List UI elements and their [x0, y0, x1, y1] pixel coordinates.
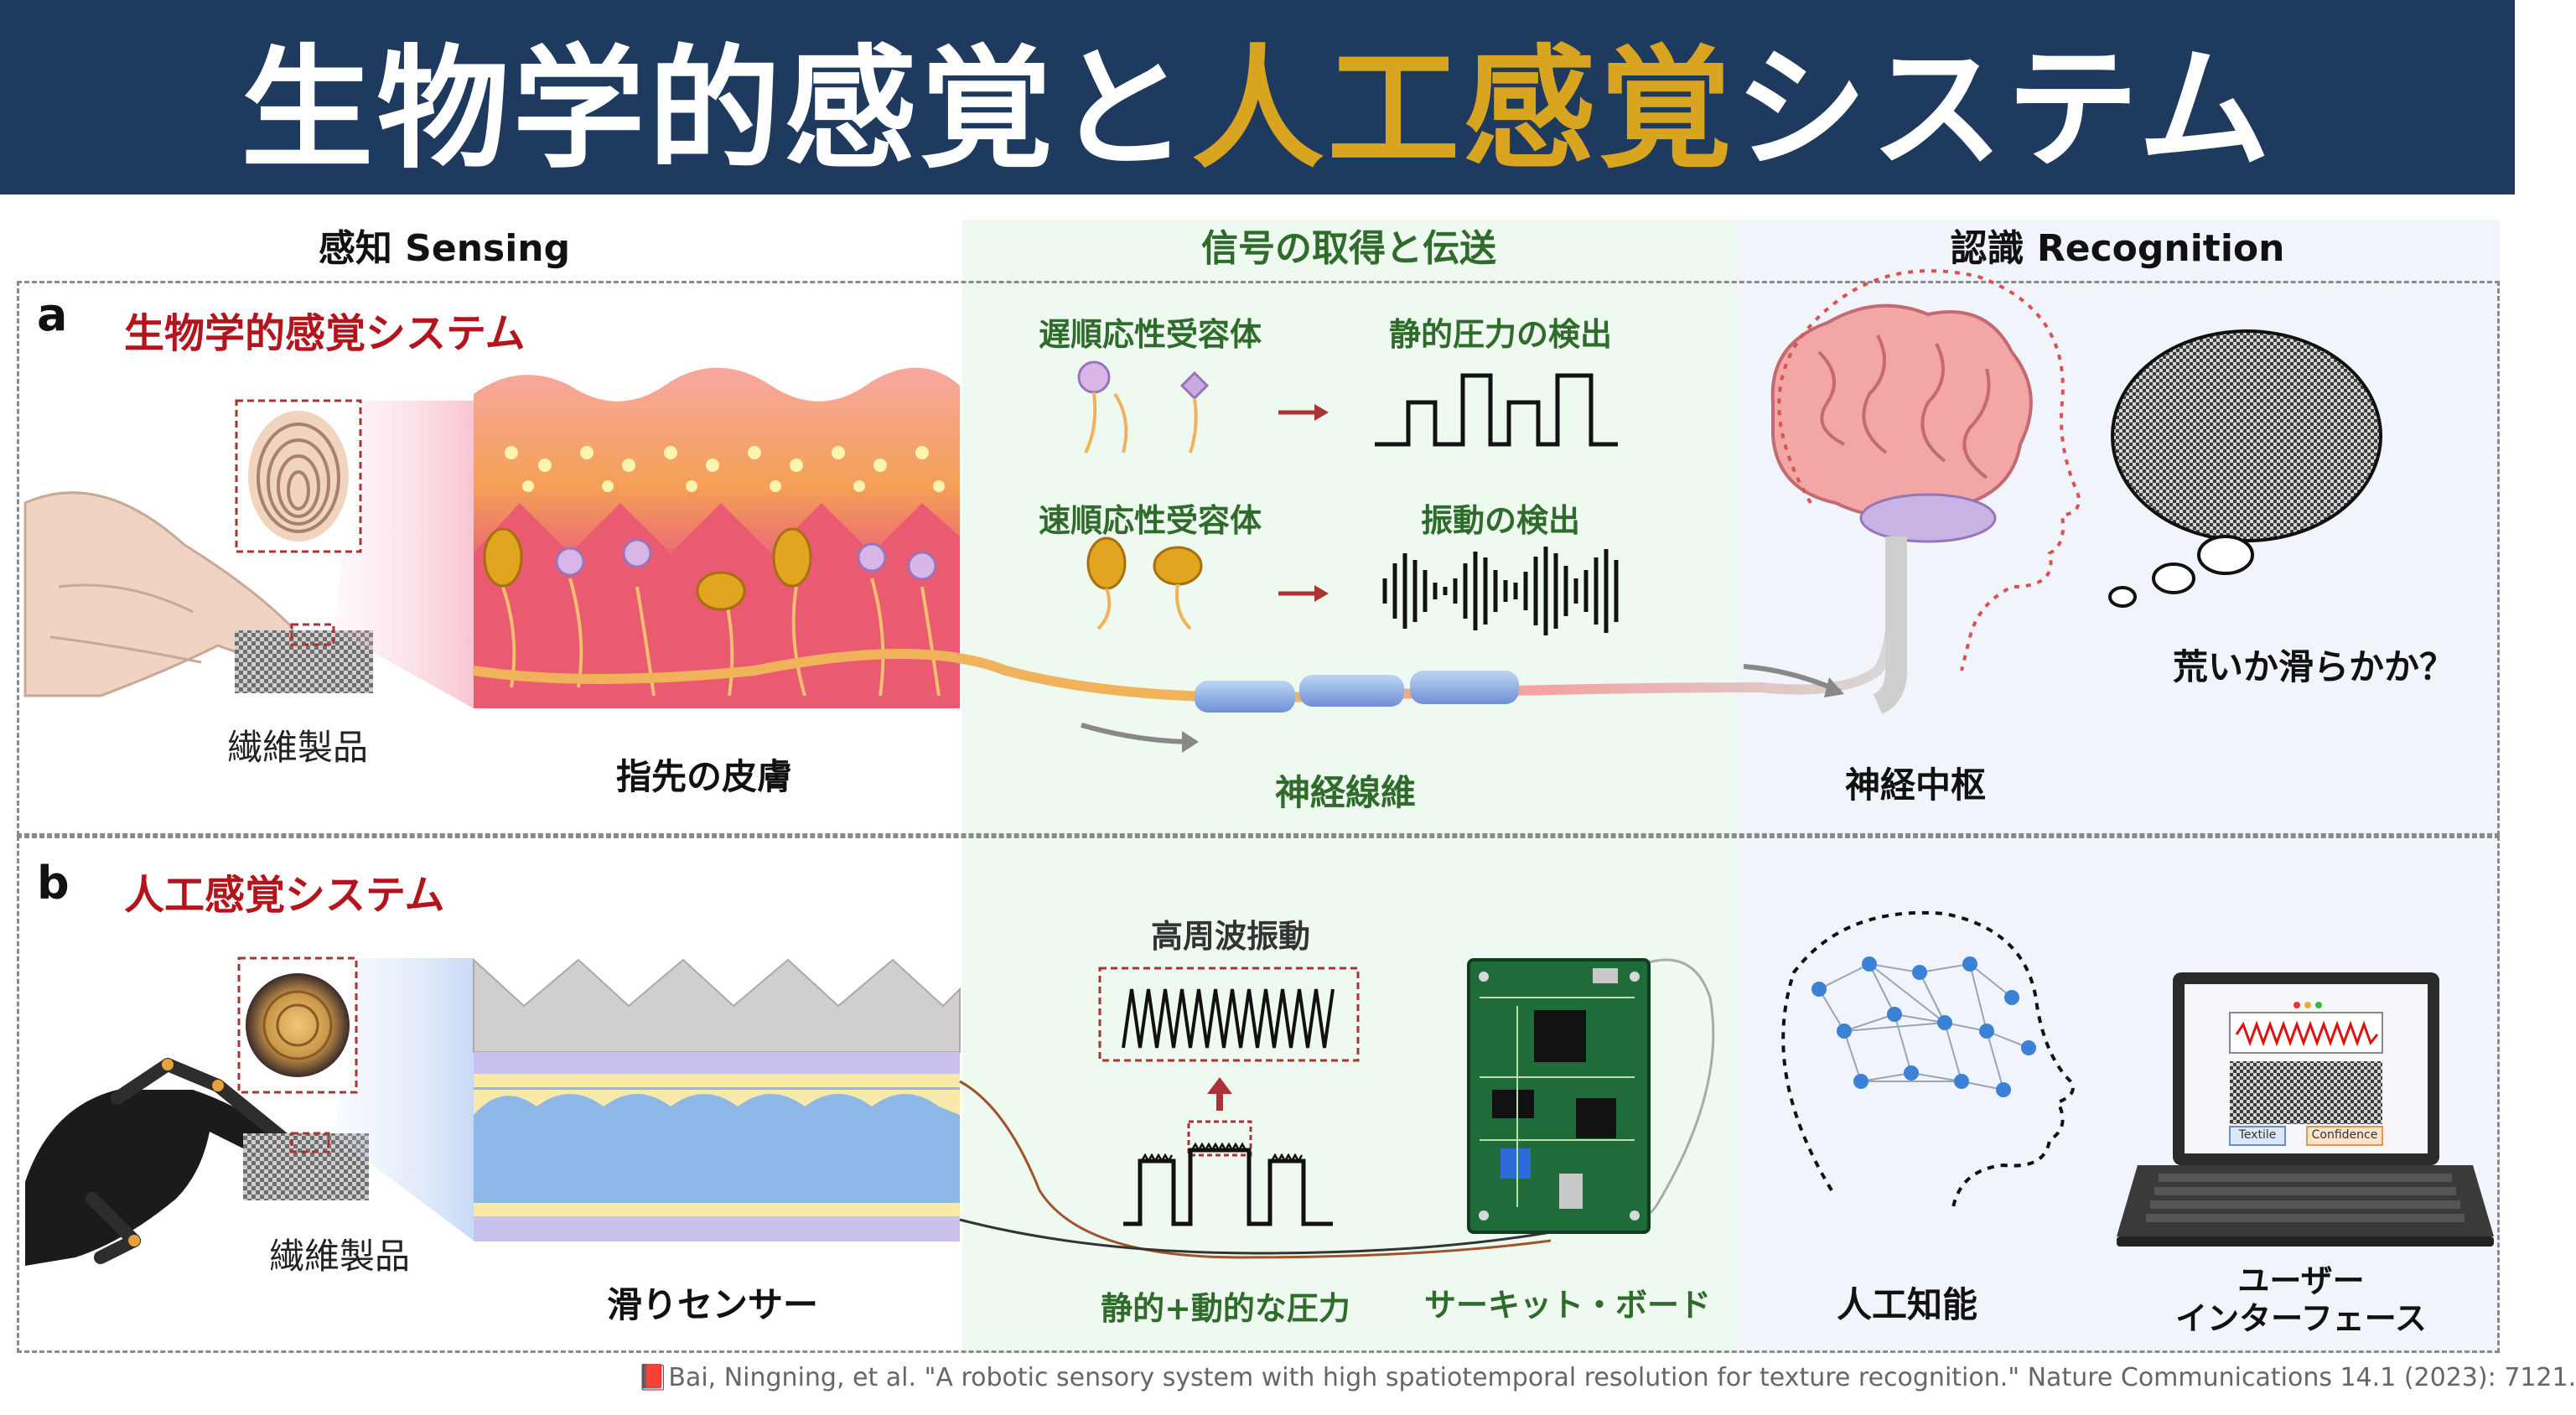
column-header-sensing: 感知 Sensing: [318, 227, 571, 270]
section-b-title: 人工感覚システム: [124, 872, 445, 919]
skin-label: 指先の皮膚: [615, 756, 792, 797]
laptop-tab-confidence: Confidence: [2311, 1128, 2378, 1142]
diagram-artwork: [23, 269, 2494, 1266]
textile-label-b: 繊維製品: [268, 1236, 410, 1277]
section-a-box: [17, 281, 2500, 836]
vibration-detect-label: 振動の検出: [1420, 502, 1580, 539]
ai-label: 人工知能: [1836, 1284, 1977, 1325]
textile-label-a: 繊維製品: [226, 727, 368, 768]
citation: 📕Bai, Ningning, et al. "A robotic sensor…: [637, 1363, 2576, 1392]
hf-vibration-label: 高周波振動: [1150, 918, 1310, 955]
static-detect-label: 静的圧力の検出: [1388, 316, 1612, 353]
page-title: 生物学的感覚と人工感覚システム: [0, 0, 2515, 194]
arrow-icon: [1278, 410, 1320, 596]
head-outline: [1777, 269, 2081, 671]
axon-segments: [1195, 671, 1519, 713]
static-pressure-waveform: [1375, 373, 1618, 447]
laptop-tab-textile: Textile: [2238, 1128, 2277, 1142]
title-part-2: 人工感覚: [1191, 32, 1735, 187]
title-bar: [0, 0, 2515, 194]
human-hand-illustration: [23, 491, 373, 697]
ui-label-line-2: インターフェース: [2175, 1300, 2427, 1337]
section-b-letter: b: [37, 857, 70, 910]
static-dynamic-pressure-label: 静的+動的な圧力: [1101, 1290, 1350, 1327]
section-a-title: 生物学的感覚システム: [124, 310, 526, 357]
texture-question: 荒いか滑らかか？: [2172, 646, 2454, 687]
column-header-transmission: 信号の取得と伝送: [1201, 227, 1496, 270]
vibration-waveform: [1382, 547, 1619, 635]
thought-bubble: [2108, 329, 2382, 608]
ui-label-line-1: ユーザー: [2237, 1262, 2365, 1299]
laptop-illustration: [2117, 972, 2494, 1247]
fast-receptor-label: 速順応性受容体: [1038, 502, 1262, 539]
section-a-letter: a: [37, 288, 68, 341]
title-part-1: 生物学的感覚と: [241, 32, 1192, 187]
column-header-recognition: 認識 Recognition: [1950, 227, 2285, 270]
circuit-board-illustration: [1467, 958, 1651, 1234]
circuit-board-label: サーキット・ボード: [1423, 1287, 1711, 1324]
section-b-box: [17, 836, 2500, 1353]
up-arrow-icon: [1207, 1077, 1232, 1111]
fingerprint-icon: [235, 399, 362, 553]
slip-sensor-cross-section: [473, 957, 961, 1241]
cns-label: 神経中枢: [1844, 765, 1986, 806]
brain-illustration: [1770, 303, 2033, 714]
ai-head-network: [1781, 910, 2075, 1208]
slow-receptor-label: 遅順応性受容体: [1038, 316, 1262, 353]
slip-sensor-label: 滑りセンサー: [606, 1284, 818, 1325]
hf-vibration-waveform: [1098, 967, 1360, 1062]
nerve-fiber-label: 神経線維: [1274, 772, 1416, 813]
slow-receptor-icon: [1077, 360, 1210, 454]
fast-receptor-icon: [1086, 536, 1203, 630]
title-part-3: システム: [1734, 32, 2274, 187]
sensor-pad-icon: [237, 956, 358, 1094]
